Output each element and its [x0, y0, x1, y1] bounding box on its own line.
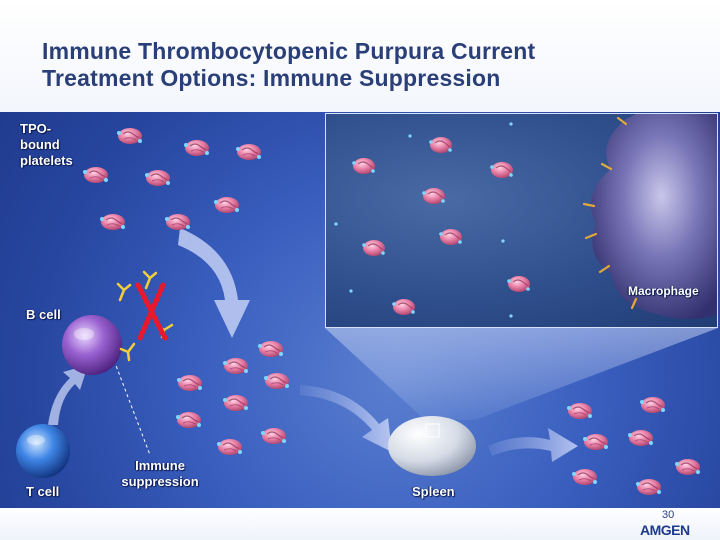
label-immune-suppression: Immune suppression [116, 458, 204, 490]
footer-bar [0, 508, 720, 540]
macrophage [591, 114, 717, 319]
zoom-funnel [325, 328, 718, 420]
title-line-2: Treatment Options: Immune Suppression [42, 65, 501, 91]
flow-arrow-to-spleen [300, 385, 392, 452]
amgen-logo: AMGEN [640, 522, 690, 538]
label-macrophage: Macrophage [628, 284, 699, 298]
t-cell [16, 424, 70, 478]
label-tpo-line-2: bound [20, 137, 60, 152]
spleen-zoom-marker [425, 423, 440, 438]
label-tpo-line-3: platelets [20, 153, 73, 168]
label-b-cell: B cell [26, 307, 61, 322]
macrophage-receptors [582, 116, 638, 310]
blocked-x-mark [135, 282, 168, 341]
b-cell [62, 315, 122, 375]
label-tpo-line-1: TPO- [20, 121, 52, 136]
label-tpo-bound-platelets: TPO- bound platelets [20, 121, 90, 169]
flow-arrow-down [178, 228, 250, 338]
label-spleen: Spleen [412, 484, 455, 499]
title-band [0, 0, 720, 112]
label-immune-line-1: Immune [135, 458, 185, 473]
inset-tpo-dots [334, 122, 513, 318]
label-t-cell: T cell [26, 484, 60, 499]
spleen [388, 416, 476, 476]
label-immune-line-2: suppression [121, 474, 199, 489]
inset-illustration [334, 114, 717, 319]
macrophage-inset [325, 113, 718, 328]
flow-arrow-out [488, 428, 578, 462]
slide-title: Immune Thrombocytopenic Purpura Current … [42, 38, 535, 92]
flow-arrow-t-to-b [48, 365, 88, 425]
page-number: 30 [662, 509, 675, 521]
title-line-1: Immune Thrombocytopenic Purpura Current [42, 38, 536, 64]
